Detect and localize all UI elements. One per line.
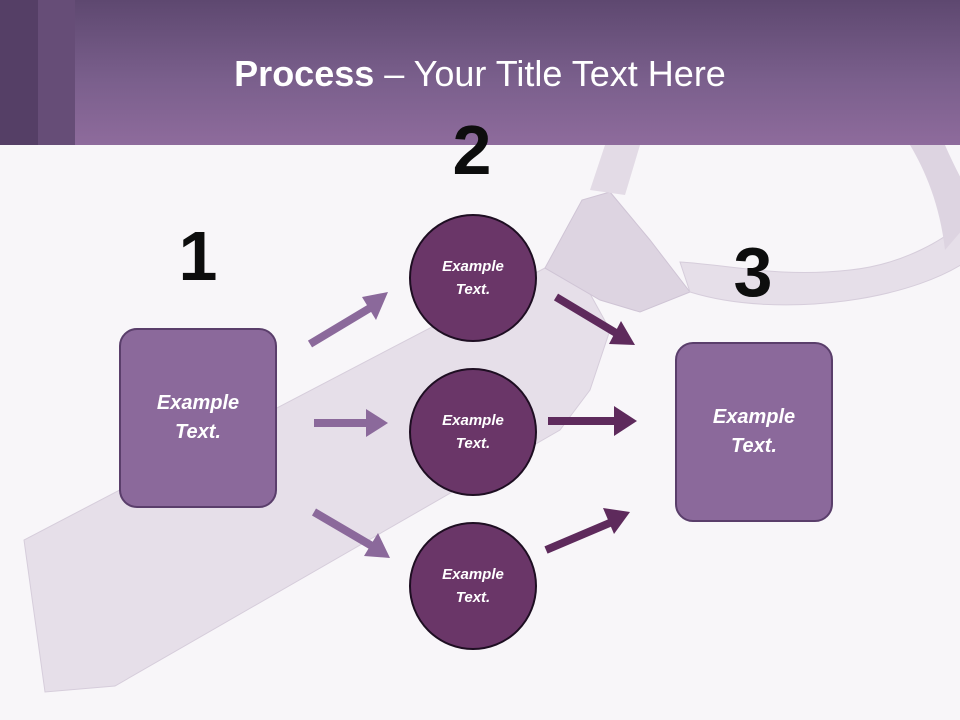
title-rest: – Your Title Text Here <box>374 53 726 94</box>
banner-stripe <box>38 0 75 145</box>
banner-stripe <box>0 0 38 145</box>
arrow-top-circle-to-right <box>553 293 635 345</box>
middle-circle-top: Example Text. <box>409 214 537 342</box>
arrow-left-to-top-circle <box>307 292 388 348</box>
tie-loop <box>679 224 960 306</box>
tie-loop-top <box>910 145 960 250</box>
arrow-bottom-circle-to-right <box>544 508 630 554</box>
middle-circle-bottom: Example Text. <box>409 522 537 650</box>
middle-circle-bottom-text: Example Text. <box>442 566 504 606</box>
right-step-box: Example Text. <box>675 342 833 522</box>
tie-tail <box>590 145 640 195</box>
tie-knot <box>544 191 691 313</box>
middle-circle-center: Example Text. <box>409 368 537 496</box>
middle-circle-center-text: Example Text. <box>442 412 504 452</box>
slide-title: Process – Your Title Text Here <box>75 50 885 98</box>
title-bold: Process <box>234 53 375 94</box>
right-step-box-text: Example Text. <box>712 406 796 457</box>
step-number-1: 1 <box>178 217 218 295</box>
left-step-box: Example Text. <box>119 328 277 508</box>
left-step-box-text: Example Text. <box>156 392 240 443</box>
arrow-left-to-center-circle <box>314 409 388 437</box>
title-banner: Process – Your Title Text Here <box>0 0 960 145</box>
step-number-2: 2 <box>452 111 492 189</box>
middle-circle-top-text: Example Text. <box>442 258 504 298</box>
arrow-left-to-bottom-circle <box>311 508 390 558</box>
arrow-center-circle-to-right <box>548 406 637 436</box>
step-number-3: 3 <box>733 233 773 311</box>
